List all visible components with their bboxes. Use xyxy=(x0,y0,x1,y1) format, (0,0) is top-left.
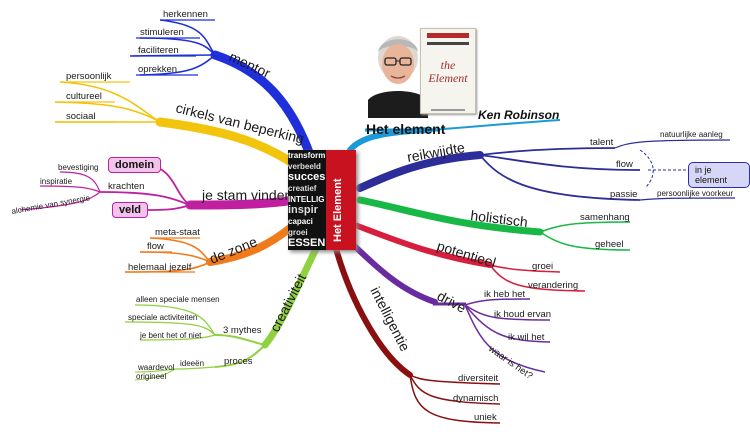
collage-word: ESSEN xyxy=(288,237,326,249)
collage-word: INTELLIG xyxy=(288,195,325,204)
zone-flow: flow xyxy=(147,241,164,252)
branch-holistisch-label: holistisch xyxy=(470,207,529,230)
branch-drive-label: drive xyxy=(435,288,469,316)
stam-veld-box: veld xyxy=(112,202,149,218)
collage-word: verbeeld xyxy=(288,162,321,171)
collage-word: capaci xyxy=(288,217,313,226)
potentieel-groei: groei xyxy=(532,261,553,272)
book-spine-title: Het Element xyxy=(332,178,344,242)
holistisch-geheel: geheel xyxy=(595,239,624,250)
collage-word: creatief xyxy=(288,184,317,193)
portrait-icon xyxy=(368,30,428,118)
branch-creativiteit-label: creativiteit xyxy=(266,271,309,335)
branch-potentieel-label: potentieel xyxy=(435,238,498,271)
reikwijdte-passie: passie xyxy=(610,189,637,200)
creativiteit-3-mythes: 3 mythes xyxy=(223,325,262,336)
proces-origineel: origineel xyxy=(136,372,166,381)
potentieel-verandering: verandering xyxy=(528,280,578,291)
creativiteit-proces: proces xyxy=(224,356,253,367)
drive-ik-heb-het: ik heb het xyxy=(484,289,526,300)
reikwijdte-flow: flow xyxy=(616,159,633,170)
cirkels-sociaal: sociaal xyxy=(66,111,96,122)
collage-word: succes xyxy=(288,171,326,183)
flow-in-je-element-box: in je element xyxy=(688,162,750,188)
mythe-speciale-activiteiten: speciale activiteiten xyxy=(128,313,197,322)
intelligentie-dynamisch: dynamisch xyxy=(453,393,498,404)
drive-ik-houd-ervan: ik houd ervan xyxy=(494,309,551,320)
mythe-je-bent-het-of-niet: je bent het of niet xyxy=(139,331,202,340)
collage-word: inspir xyxy=(288,204,318,216)
author-photo xyxy=(368,30,428,118)
passie-persoonlijke-voorkeur: persoonlijke voorkeur xyxy=(657,189,733,198)
intelligentie-uniek: uniek xyxy=(474,412,497,423)
branch-intelligentie-label: intelligentie xyxy=(367,284,413,354)
cirkels-persoonlijk: persoonlijk xyxy=(66,71,112,82)
stam-domein-box: domein xyxy=(108,157,162,173)
mentor-faciliteren: faciliteren xyxy=(138,45,179,56)
center-title: Het element xyxy=(366,121,446,137)
book-cover-title: the Element xyxy=(428,58,468,85)
mentor-stimuleren: stimuleren xyxy=(140,27,184,38)
zone-meta-staat: meta-staat xyxy=(155,227,200,238)
stam-krachten: krachten xyxy=(108,181,144,192)
branch-zone-label: de zone xyxy=(207,233,259,267)
mythe-alleen-speciale-mensen: alleen speciale mensen xyxy=(136,295,220,304)
cirkels-cultureel: cultureel xyxy=(66,91,102,102)
zone-helemaal-jezelf: helemaal jezelf xyxy=(128,262,192,273)
drive-ik-wil-het: ik wil het xyxy=(508,332,545,343)
collage-word: groei xyxy=(288,228,308,237)
mentor-herkennen: herkennen xyxy=(163,9,208,20)
book-cover-english: the Element xyxy=(420,28,476,114)
mentor-oprekken: oprekken xyxy=(138,64,177,75)
krachten-bevestiging: bevestiging xyxy=(58,163,98,172)
reikwijdte-talent: talent xyxy=(590,137,614,148)
talent-natuurlijke-aanleg: natuurlijke aanleg xyxy=(660,130,723,139)
branch-stam-label: je stam vinden xyxy=(201,187,292,203)
holistisch-samenhang: samenhang xyxy=(580,212,630,223)
krachten-inspiratie: inspiratie xyxy=(40,177,73,186)
intelligentie-diversiteit: diversiteit xyxy=(458,373,498,384)
author-name: Ken Robinson xyxy=(478,108,560,122)
krachten-alchemie: alchemie van synergie xyxy=(11,193,91,216)
proces-waardevol: waardevol xyxy=(137,363,175,372)
collage-word: transform xyxy=(288,151,326,160)
proces-ideeen: ideeën xyxy=(180,359,204,368)
